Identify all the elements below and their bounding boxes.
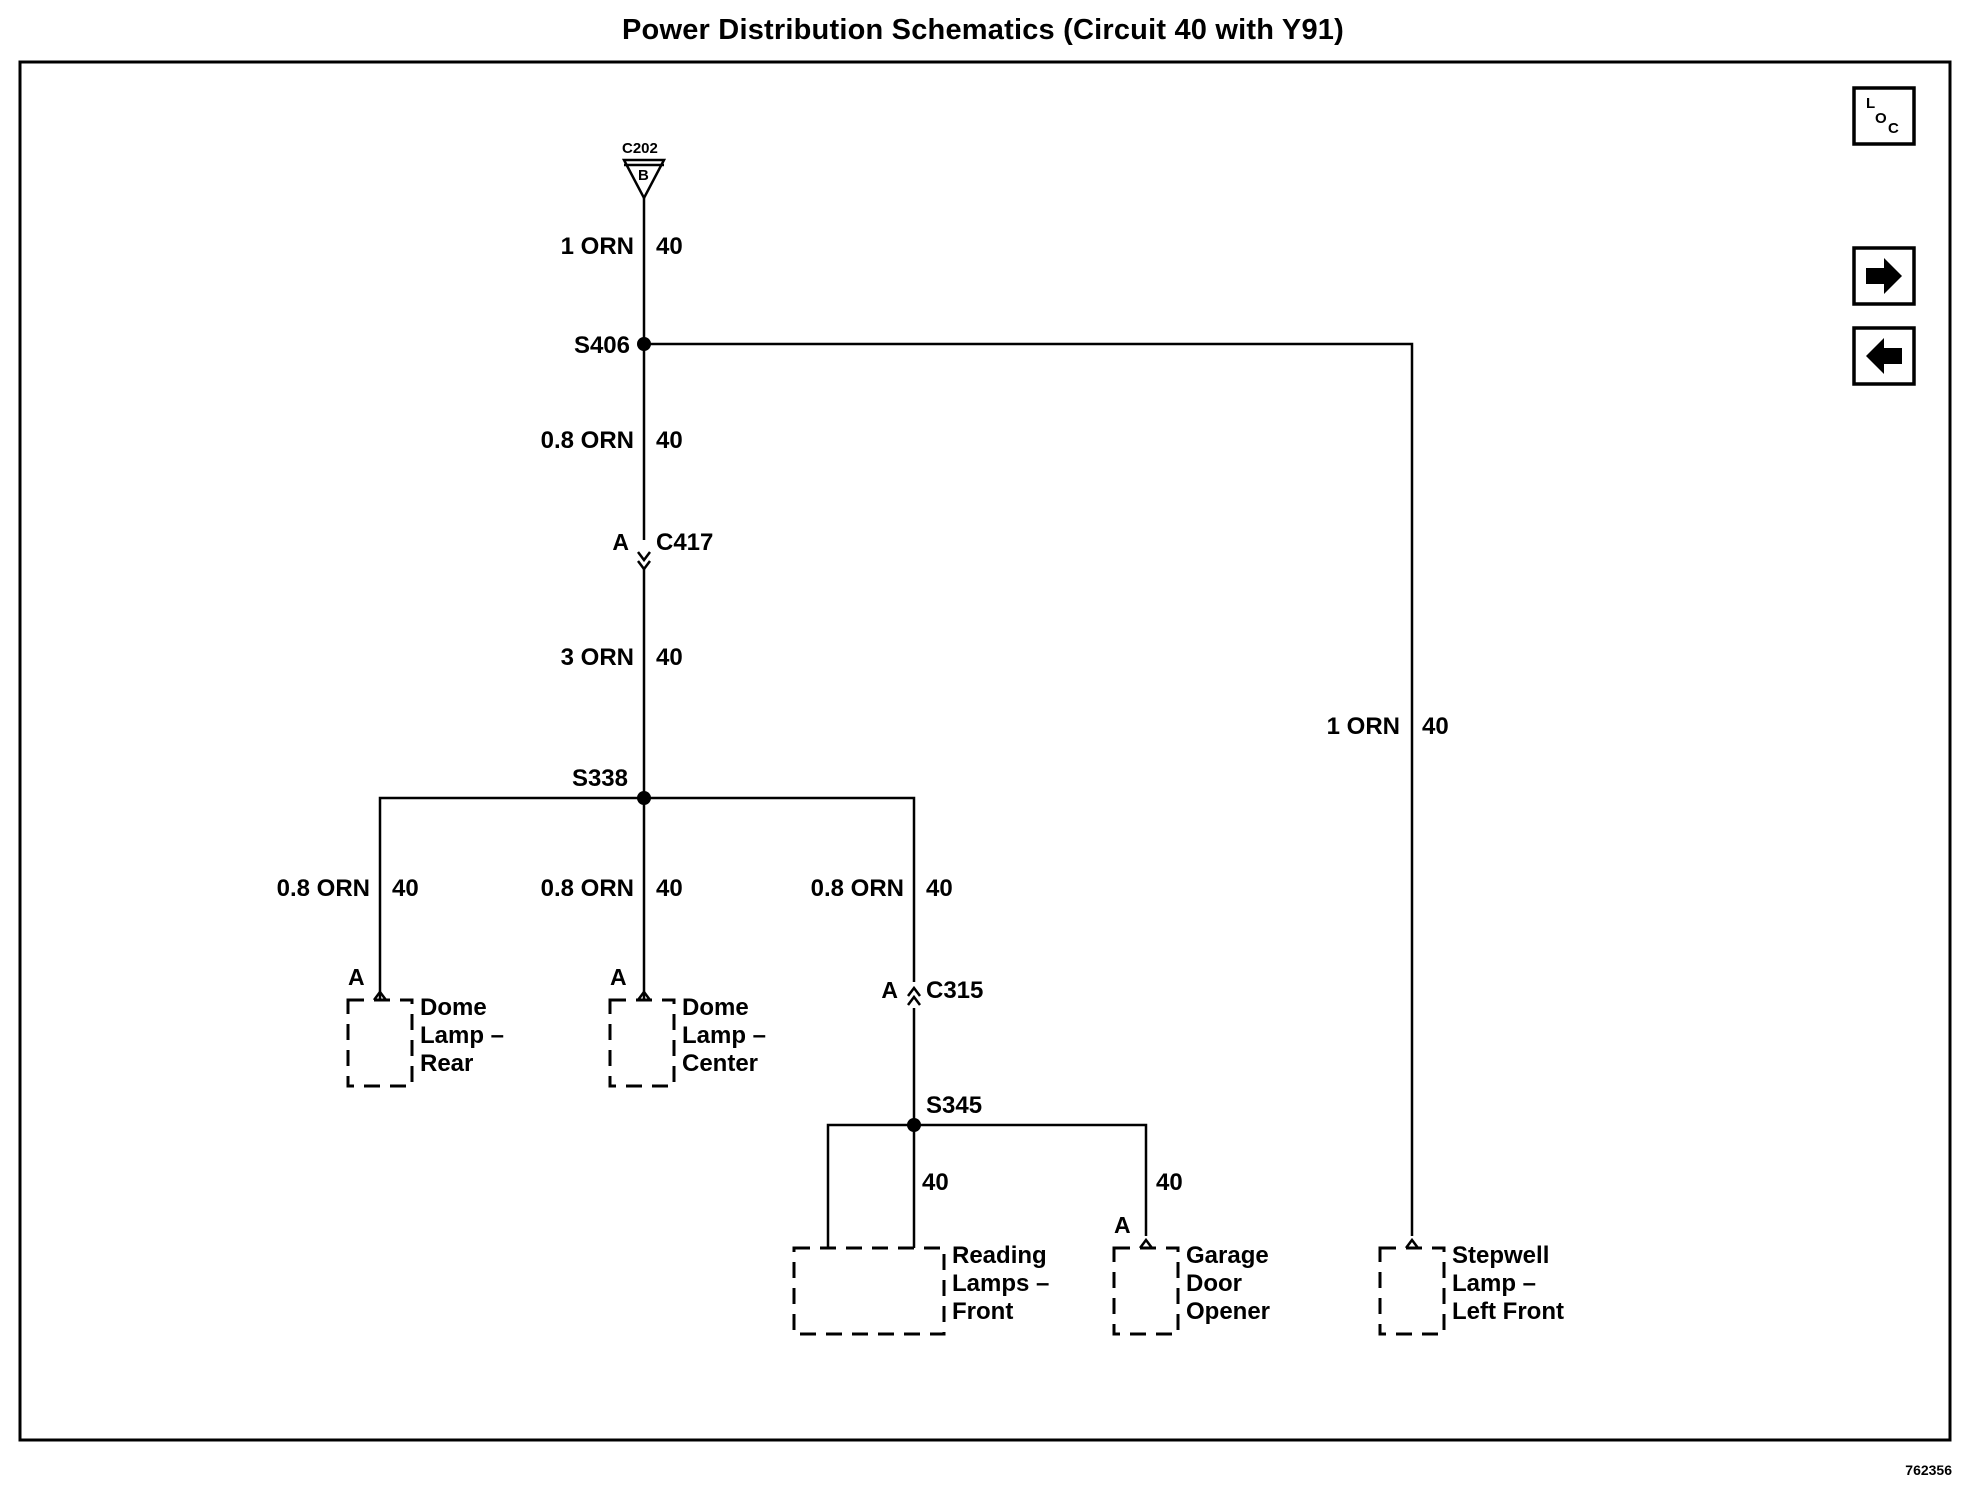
component-label: Lamps – (952, 1270, 1049, 1297)
wire-s338-branches (378, 796, 916, 1000)
wire-size-label: 0.8 ORN (811, 875, 904, 902)
dome-lamp-center-box (608, 998, 676, 1088)
wire-circuit-label: 40 (392, 875, 419, 902)
component-reading-lamps-front: Reading Lamps – Front (792, 1242, 1049, 1336)
component-stepwell-lamp-left-front: Stepwell Lamp – Left Front (1378, 1237, 1564, 1336)
wire-size-label: 1 ORN (1327, 713, 1400, 740)
component-label: Dome (682, 994, 749, 1021)
wire-s406-to-stepwell (644, 342, 1414, 1236)
connector-c202-label: C202 (622, 140, 658, 157)
wire-circuit-label: 40 (656, 875, 683, 902)
component-label: Dome (420, 994, 487, 1021)
left-arrow-icon (1866, 338, 1902, 374)
diagram-frame (18, 60, 1952, 1442)
component-label: Reading (952, 1242, 1047, 1269)
wire-size-label: 1 ORN (561, 233, 634, 260)
reading-lamps-front-box (792, 1246, 946, 1336)
connector-c315-pin: A (881, 977, 898, 1003)
connector-c417-pin: A (612, 529, 629, 555)
wire-circuit-label: 40 (1156, 1169, 1183, 1196)
connector-c315: A C315 (881, 977, 983, 1012)
right-arrow-icon (1866, 258, 1902, 294)
wire-circuit-label: 40 (922, 1169, 949, 1196)
loc-button[interactable]: L O C (1852, 86, 1916, 146)
terminal-chevron-icon (1139, 1237, 1153, 1249)
splice-s338-label: S338 (572, 765, 628, 792)
wire-size-label: 0.8 ORN (541, 875, 634, 902)
component-label: Left Front (1452, 1298, 1564, 1325)
c315-chevron-icon (907, 985, 921, 997)
connector-c417: A C417 (612, 529, 713, 572)
wire-circuit-label: 40 (926, 875, 953, 902)
terminal-chevron-icon (637, 989, 651, 1001)
splice-s406-label: S406 (574, 332, 630, 359)
wire-circuit-label: 40 (656, 644, 683, 671)
component-label: Door (1186, 1270, 1242, 1297)
previous-page-button[interactable] (1852, 326, 1916, 386)
component-pin-label: A (610, 964, 627, 990)
terminal-chevron-icon (373, 989, 387, 1001)
component-pin-label: A (348, 964, 365, 990)
component-label: Front (952, 1298, 1013, 1325)
wire-s345-branches (826, 1123, 1148, 1248)
component-label: Lamp – (420, 1022, 504, 1049)
component-label: Opener (1186, 1298, 1270, 1325)
c202-triangle-symbol (621, 158, 667, 201)
component-label: Lamp – (682, 1022, 766, 1049)
loc-label-o: O (1875, 110, 1887, 127)
component-pin-label: A (1114, 1212, 1131, 1238)
wire-size-label: 0.8 ORN (277, 875, 370, 902)
terminal-chevron-icon (1405, 1237, 1419, 1249)
component-label: Center (682, 1050, 758, 1077)
wire-size-label: 0.8 ORN (541, 427, 634, 454)
splice-s345-label: S345 (926, 1092, 982, 1119)
connector-c202: C202 B (621, 140, 667, 201)
connector-c417-label: C417 (656, 529, 713, 556)
stepwell-lamp-box (1378, 1246, 1446, 1336)
component-dome-lamp-rear: A Dome Lamp – Rear (346, 964, 504, 1088)
garage-door-opener-box (1112, 1246, 1180, 1336)
component-garage-door-opener: A Garage Door Opener (1112, 1212, 1270, 1336)
wire-circuit-label: 40 (656, 427, 683, 454)
component-label: Garage (1186, 1242, 1269, 1269)
document-id: 762356 (1905, 1462, 1952, 1478)
c417-chevron-icon (637, 551, 651, 563)
page-title: Power Distribution Schematics (Circuit 4… (622, 14, 1344, 46)
connector-c202-pin: B (638, 167, 649, 184)
component-label: Stepwell (1452, 1242, 1549, 1269)
dome-lamp-rear-box (346, 998, 414, 1088)
loc-label-c: C (1888, 120, 1899, 137)
next-page-button[interactable] (1852, 246, 1916, 306)
wire-circuit-label: 40 (656, 233, 683, 260)
component-dome-lamp-center: A Dome Lamp – Center (608, 964, 766, 1088)
component-label: Lamp – (1452, 1270, 1536, 1297)
wire-size-label: 3 ORN (561, 644, 634, 671)
component-label: Rear (420, 1050, 473, 1077)
connector-c315-label: C315 (926, 977, 983, 1004)
loc-label-l: L (1866, 95, 1875, 112)
wire-circuit-label: 40 (1422, 713, 1449, 740)
